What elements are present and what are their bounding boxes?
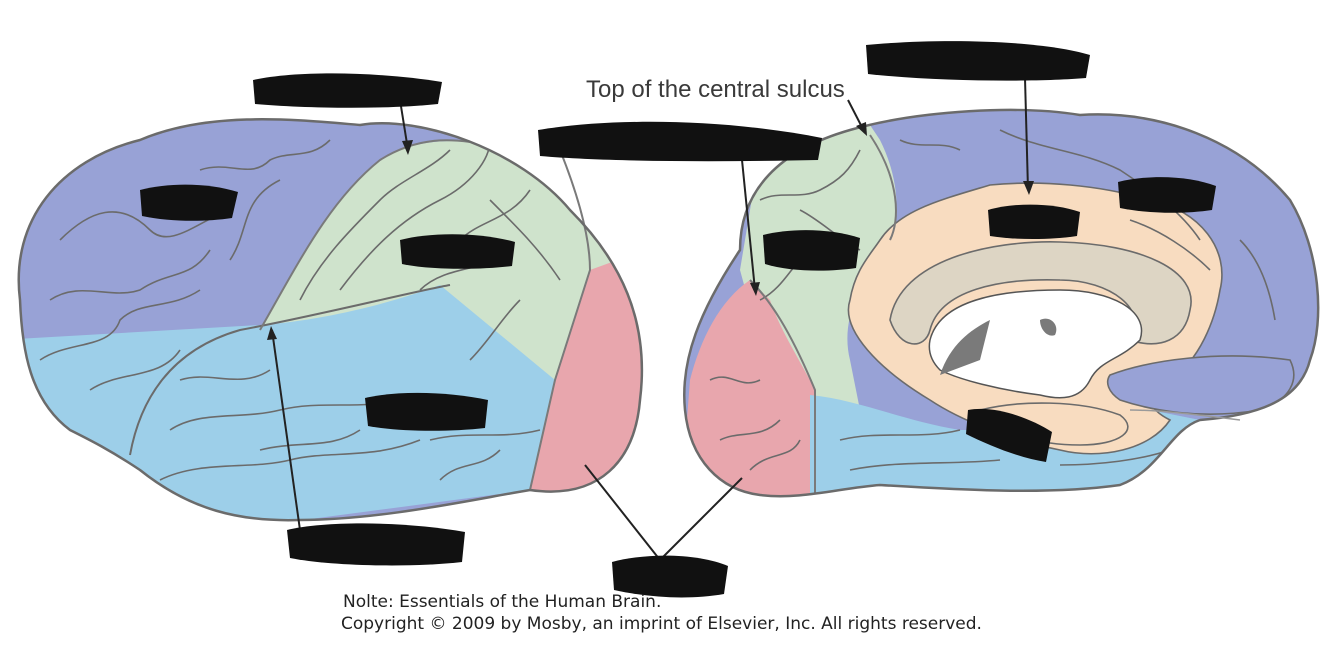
redaction-scribble <box>866 41 1090 81</box>
central-sulcus-annotation: Top of the central sulcus <box>586 76 845 103</box>
redaction-scribble <box>400 234 515 269</box>
caption-copyright: Copyright © 2009 by Mosby, an imprint of… <box>341 614 982 634</box>
redaction-scribble <box>253 73 442 107</box>
lateral-brain-view <box>0 100 700 560</box>
redaction-scribble <box>287 523 465 565</box>
caption-source: Nolte: Essentials of the Human Brain. <box>343 592 661 612</box>
redaction-scribble <box>763 230 860 271</box>
redaction-scribble <box>1118 177 1216 213</box>
redaction-scribble <box>140 185 238 221</box>
redaction-scribble <box>988 205 1080 239</box>
redaction-scribble <box>365 393 488 431</box>
redaction-scribble <box>538 122 822 161</box>
